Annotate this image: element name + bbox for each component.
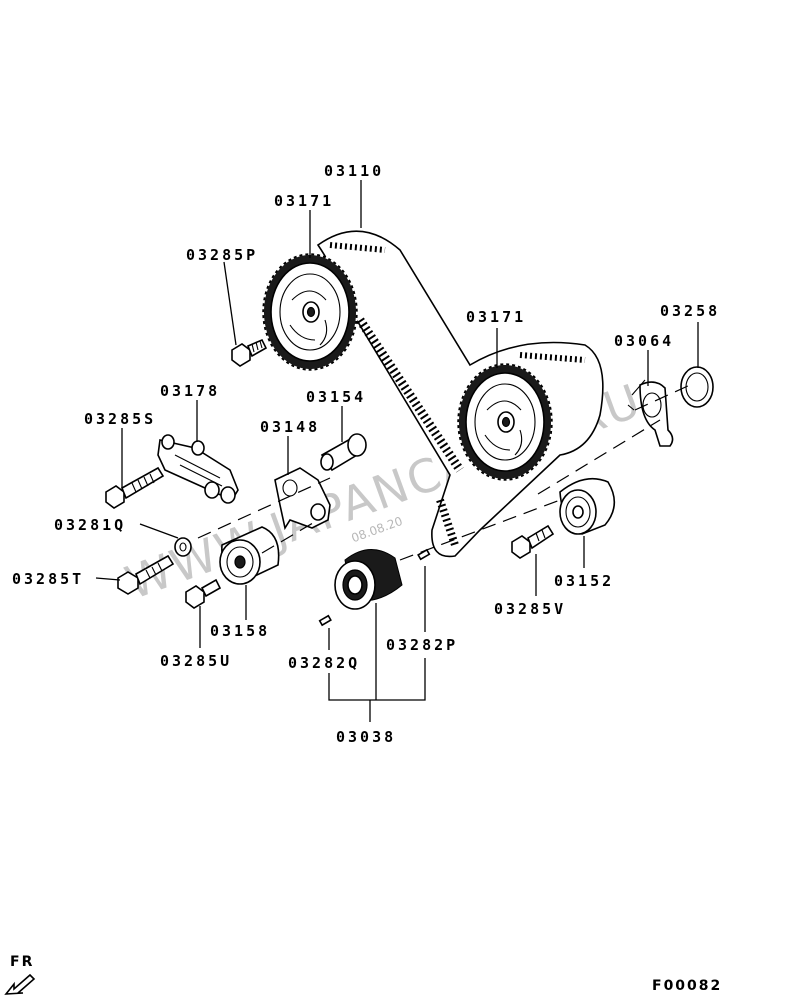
bolt-03285V: [511, 524, 555, 559]
callout-03171-lower: 03171: [466, 308, 526, 326]
camshaft-sprocket-upper: [262, 253, 358, 371]
callout-03152: 03152: [554, 572, 614, 590]
callout-03285S: 03285S: [84, 410, 156, 428]
callout-03064: 03064: [614, 332, 674, 350]
bolt-03285U: [185, 578, 222, 609]
front-arrow-icon: [4, 973, 36, 995]
callout-03285T: 03285T: [12, 570, 84, 588]
tensioner-pulley-03158: [219, 526, 280, 585]
bolt-03285T: [117, 554, 175, 595]
callout-03285P: 03285P: [186, 246, 258, 264]
callout-03038: 03038: [336, 728, 396, 746]
key-03282P: [417, 548, 431, 561]
washer-03281Q: [174, 537, 192, 557]
figure-code: F00082: [652, 978, 722, 994]
callout-03282P: 03282P: [386, 636, 458, 654]
camshaft-sprocket-lower: [457, 363, 553, 481]
leader-lines: [95, 180, 699, 722]
callout-labels: 03110 03171 03285P 03171 03258 03064 031…: [12, 162, 720, 746]
callout-03258: 03258: [660, 302, 720, 320]
callout-03282Q: 03282Q: [288, 654, 360, 672]
orientation-label: FR: [10, 954, 34, 970]
callout-03148: 03148: [260, 418, 320, 436]
crankshaft-sprocket-03038: [334, 549, 403, 610]
orientation-indicator: FR: [4, 954, 36, 995]
auto-tensioner-03178: [157, 434, 239, 504]
callout-03110: 03110: [324, 162, 384, 180]
callout-03281Q: 03281Q: [54, 516, 126, 534]
key-03282Q: [318, 614, 332, 627]
shaft-03154: [320, 433, 367, 472]
callout-03158: 03158: [210, 622, 270, 640]
callout-03171-upper: 03171: [274, 192, 334, 210]
tensioner-arm-03148: [274, 467, 331, 531]
idler-pulley-03152: [559, 477, 616, 535]
callout-03285V: 03285V: [494, 600, 566, 618]
callout-03178: 03178: [160, 382, 220, 400]
sensor-plate-03064: [627, 379, 674, 447]
callout-03285U: 03285U: [160, 652, 232, 670]
bolt-03285S: [105, 466, 165, 509]
assembly-axes: [197, 384, 691, 561]
timing-belt: [316, 230, 604, 558]
bolt-03285P: [231, 338, 268, 367]
callout-03154: 03154: [306, 388, 366, 406]
